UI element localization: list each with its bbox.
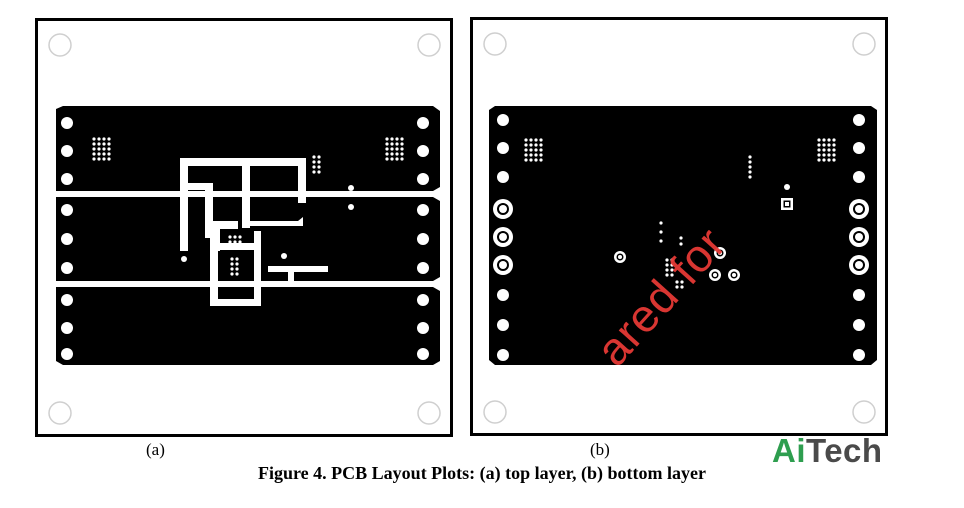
bottom-edge-pads: [497, 114, 865, 361]
bottom-copper-pour: [489, 106, 877, 365]
pcb-top-layer-panel: [35, 18, 453, 437]
pcb-top-layer-drawing: [38, 33, 450, 425]
bottom-ring-pads: [493, 199, 869, 275]
bottom-vias: [614, 184, 793, 281]
aitech-logo: AiTech: [772, 432, 883, 470]
subfigure-label-b: (b): [590, 440, 610, 459]
figure-caption: Figure 4. PCB Layout Plots: (a) top laye…: [258, 463, 706, 483]
mounting-holes: [48, 33, 441, 425]
pcb-bottom-layer-panel: [470, 17, 888, 436]
bottom-via-arrays: [524, 138, 836, 289]
top-traces: [38, 158, 450, 306]
top-edge-pads: [61, 117, 429, 360]
subfigure-label-a: (a): [146, 440, 165, 459]
logo-tech-text: Tech: [806, 432, 883, 469]
top-via-arrays: [92, 137, 404, 276]
pcb-bottom-layer-drawing: [483, 32, 877, 424]
mounting-holes: [483, 32, 876, 424]
copper-pours: [56, 106, 440, 365]
logo-ai-text: Ai: [772, 432, 806, 469]
